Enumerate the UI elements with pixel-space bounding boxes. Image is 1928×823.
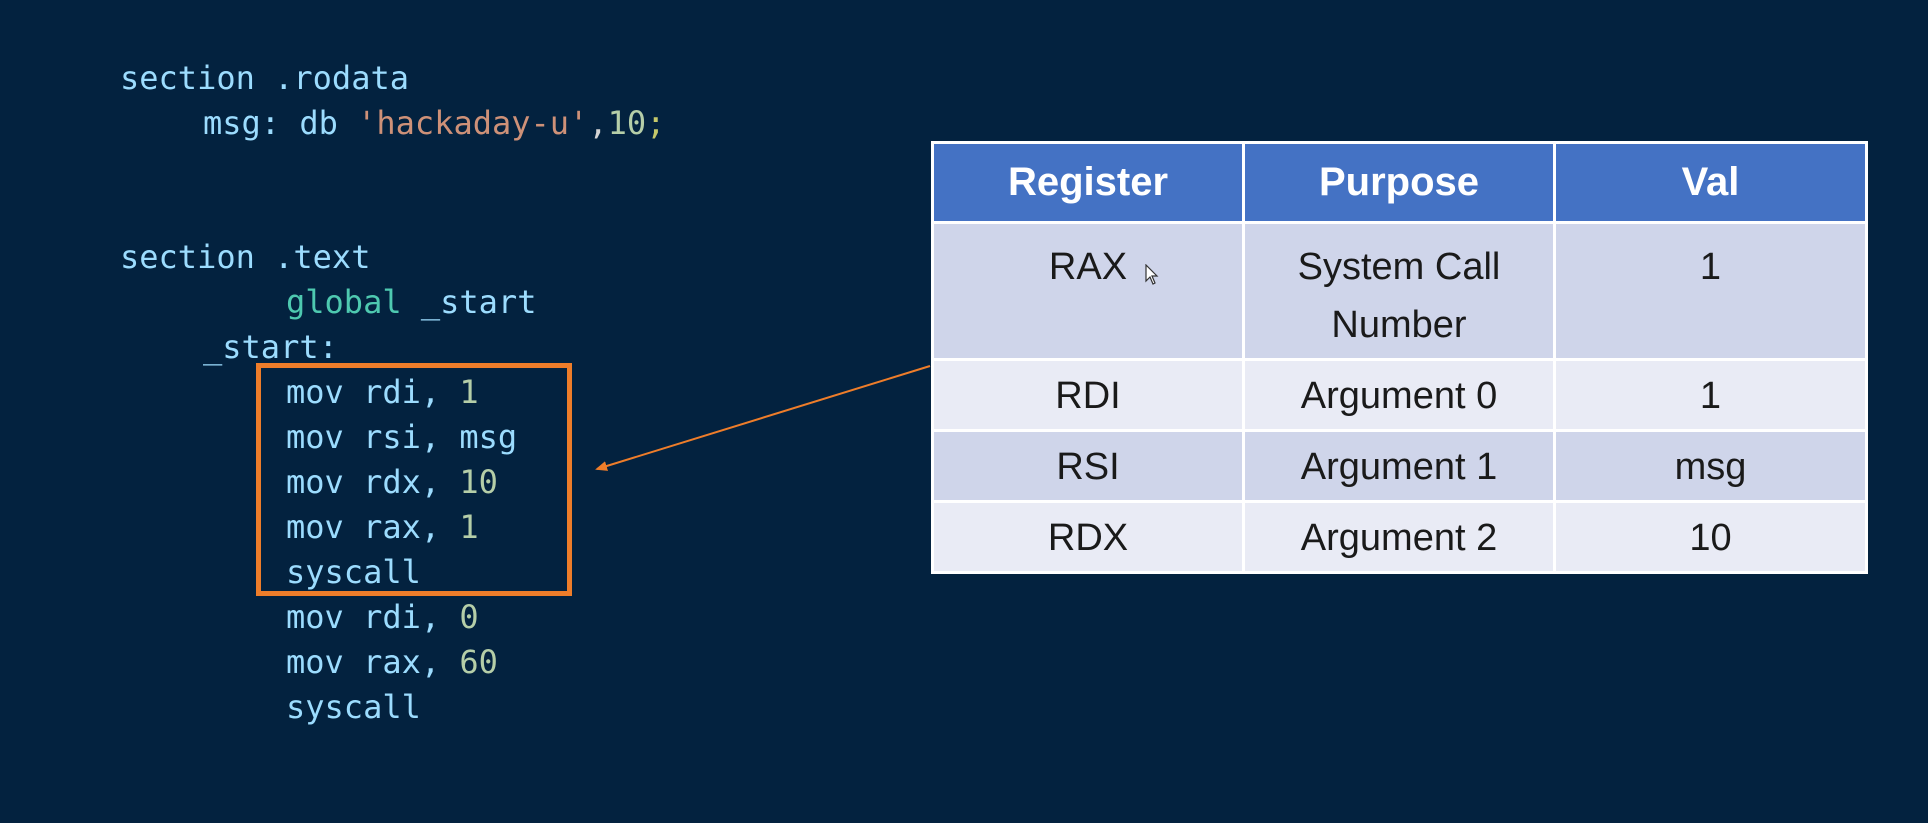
code-line: mov rsi, msg	[286, 417, 517, 457]
cell-register: RSI	[931, 430, 1245, 503]
cell-text: Argument 1	[1300, 446, 1498, 488]
code-token: 0	[459, 598, 479, 636]
cell-text: Argument 2	[1300, 517, 1498, 559]
cell-text: 1	[1699, 375, 1722, 417]
code-token: 10	[459, 463, 498, 501]
table-row: RSI Argument 1 msg	[931, 430, 1868, 503]
cell-purpose: System Call Number	[1242, 222, 1556, 361]
code-token: syscall	[286, 688, 421, 726]
cell-text: Argument 0	[1300, 375, 1498, 417]
code-token: global	[286, 283, 402, 321]
code-line: mov rax, 60	[286, 642, 498, 682]
code-line: mov rax, 1	[286, 507, 479, 547]
code-token: ;	[646, 104, 666, 142]
cell-val: msg	[1553, 430, 1868, 503]
cell-register: RAX	[931, 222, 1245, 361]
code-line: _start:	[203, 327, 338, 367]
code-token: 60	[459, 643, 498, 681]
cell-text: System Call Number	[1297, 246, 1501, 346]
code-token: section .text	[120, 238, 371, 276]
code-token: msg: db	[203, 104, 358, 142]
cell-text: RAX	[1048, 246, 1128, 288]
table-row: RDX Argument 2 10	[931, 501, 1868, 574]
code-line: mov rdi, 0	[286, 597, 479, 637]
cell-text: 1	[1699, 246, 1722, 288]
cell-register: RDX	[931, 501, 1245, 574]
cell-text: RDI	[1055, 375, 1121, 417]
cell-register: RDI	[931, 359, 1245, 432]
code-token: mov rdi,	[286, 598, 460, 636]
code-token: mov rdx,	[286, 463, 460, 501]
mouse-pointer-icon	[1145, 264, 1159, 285]
syscall-setup-highlight	[256, 363, 572, 596]
table-header-row: Register Purpose Val	[931, 141, 1868, 224]
code-token: _start:	[203, 328, 338, 366]
code-token: ,	[588, 104, 608, 142]
code-line: mov rdi, 1	[286, 372, 479, 412]
connector-line	[595, 365, 931, 471]
code-token: 1	[459, 508, 479, 546]
cell-text: msg	[1674, 446, 1747, 488]
code-line: section .rodata	[120, 58, 409, 98]
code-token: 'hackaday-u'	[357, 104, 589, 142]
code-line: section .text	[120, 237, 370, 277]
code-token: section .rodata	[120, 59, 409, 97]
code-line: msg: db 'hackaday-u',10;	[203, 103, 665, 143]
code-token: syscall	[286, 553, 421, 591]
table-row: RDI Argument 0 1	[931, 359, 1868, 432]
cell-val: 1	[1553, 222, 1868, 361]
code-token: mov rax,	[286, 643, 460, 681]
code-token: mov rdi,	[286, 373, 460, 411]
cell-val: 10	[1553, 501, 1868, 574]
code-line: syscall	[286, 687, 421, 727]
table-row: RAX System Call Number 1	[931, 222, 1868, 361]
code-token: mov rsi, msg	[286, 418, 518, 456]
column-header-purpose: Purpose	[1242, 141, 1556, 224]
cell-text: RDX	[1047, 517, 1129, 559]
cell-text: RSI	[1056, 446, 1120, 488]
column-header-val: Val	[1553, 141, 1868, 224]
code-line: syscall	[286, 552, 421, 592]
cell-val: 1	[1553, 359, 1868, 432]
cell-purpose: Argument 1	[1242, 430, 1556, 503]
register-table: Register Purpose Val RAX System Call Num…	[931, 141, 1868, 574]
code-token: mov rax,	[286, 508, 460, 546]
cell-purpose: Argument 2	[1242, 501, 1556, 574]
code-line: mov rdx, 10	[286, 462, 498, 502]
code-token: _start	[401, 283, 537, 321]
code-token: 1	[459, 373, 479, 411]
cell-text: 10	[1689, 517, 1732, 559]
column-header-register: Register	[931, 141, 1245, 224]
code-token: 10	[607, 104, 647, 142]
cell-purpose: Argument 0	[1242, 359, 1556, 432]
code-line: global _start	[286, 282, 536, 322]
